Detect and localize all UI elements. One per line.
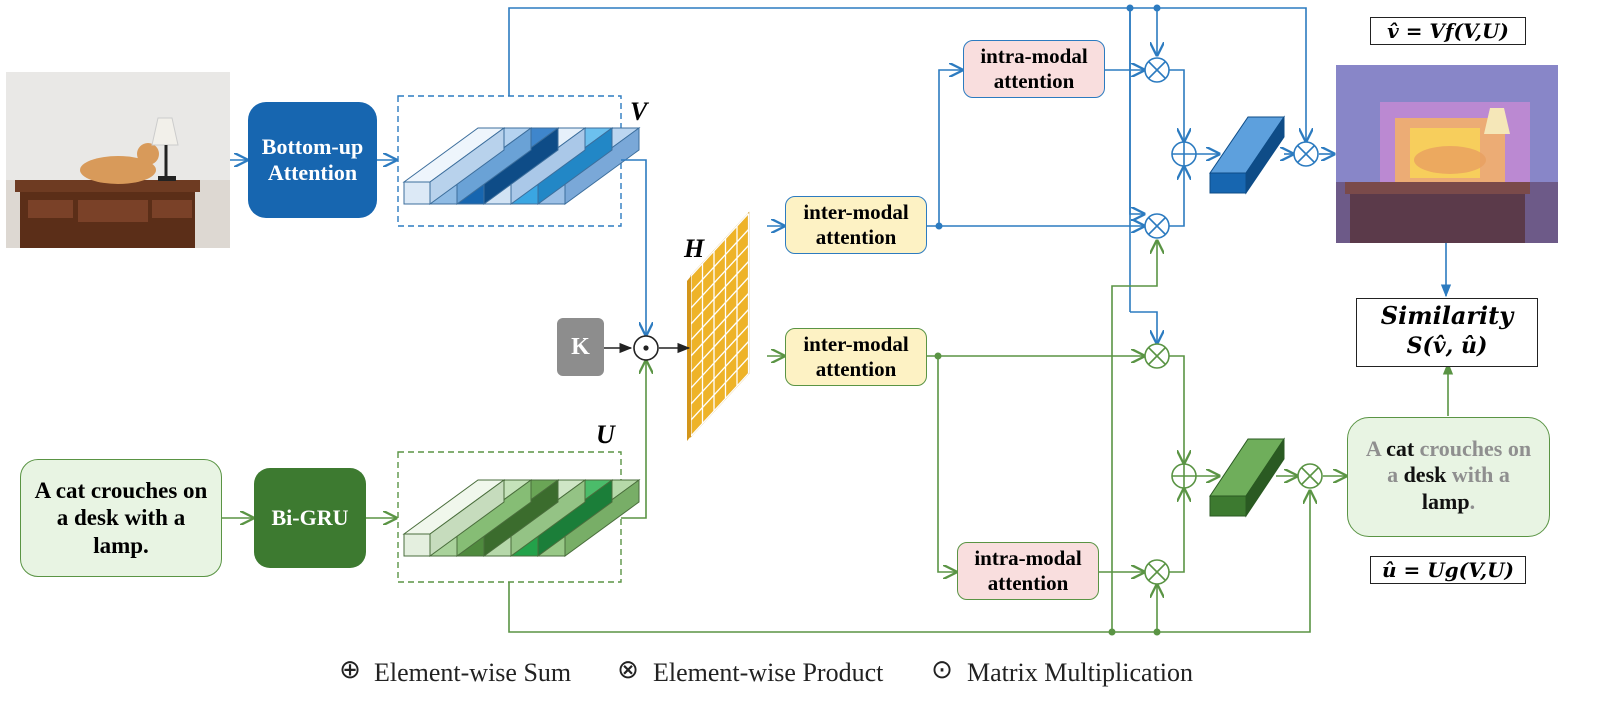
junction-dot: [1153, 4, 1161, 12]
legend-product-label: Element-wise Product: [653, 658, 884, 687]
sum-symbol-icon: ⊕: [339, 655, 361, 685]
product-operator: [1144, 343, 1170, 369]
attention-heatmap-image: [1336, 65, 1558, 243]
feature-bar: [402, 127, 506, 205]
intra-modal-attention-text-box: intra-modal attention: [957, 542, 1099, 600]
intra-modal-attention-visual-box: intra-modal attention: [963, 40, 1105, 98]
visual-feature-bars: [402, 127, 641, 205]
caption-keyword: lamp: [1421, 488, 1470, 514]
junction-dot: [935, 222, 943, 230]
sum-operator: [1171, 141, 1197, 167]
feature-bar: [402, 479, 506, 557]
legend-sum-label: Element-wise Sum: [374, 658, 572, 687]
similarity-title: Similarity: [1380, 301, 1514, 330]
input-caption-box: A cat crouches on a desk with a lamp.: [20, 459, 222, 577]
inter-modal-attention-text-box: inter-modal attention: [785, 328, 927, 386]
caption-keyword: desk: [1403, 462, 1447, 488]
junction-dot: [934, 352, 942, 360]
h-matrix-grid: [687, 211, 750, 441]
bigru-box: Bi-GRU: [254, 468, 366, 568]
product-operator: [1297, 463, 1323, 489]
text-feature-bars: [402, 479, 641, 557]
product-symbol-icon: ⊗: [617, 655, 639, 685]
visual-connections: [230, 7, 1452, 343]
h-label: H: [684, 234, 705, 263]
visual-output-feature: [1209, 115, 1285, 195]
similarity-formula: S(v̂, û): [1406, 333, 1488, 359]
caption-keyword: cat: [1386, 436, 1415, 461]
bottom-up-attention-box: Bottom-up Attention: [248, 102, 377, 218]
v-hat-formula: v̂ = Vf(V,U): [1370, 17, 1526, 45]
k-box: K: [557, 318, 604, 376]
junction-dot: [1108, 628, 1116, 636]
inter-modal-attention-visual-box: inter-modal attention: [785, 196, 927, 254]
sum-operator: [1171, 463, 1197, 489]
caption-word: with a: [1446, 462, 1510, 488]
similarity-box: Similarity S(v̂, û): [1356, 298, 1538, 367]
text-output-feature: [1209, 437, 1285, 518]
product-operator: [1144, 559, 1170, 585]
product-operator: [1293, 141, 1319, 167]
caption-word: crouches on a: [1387, 436, 1532, 488]
matmul-symbol-icon: ⊙: [931, 655, 953, 685]
legend-matmul-label: Matrix Multiplication: [967, 658, 1194, 687]
u-hat-formula: û = Ug(V,U): [1370, 556, 1526, 584]
junction-dot: [1153, 628, 1161, 636]
operators: [633, 57, 1323, 585]
caption-word: A: [1365, 436, 1387, 461]
caption-word: .: [1469, 488, 1476, 514]
product-operator: [1144, 57, 1170, 83]
input-image: [6, 72, 230, 248]
text-connections: [222, 241, 1454, 633]
v-label: V: [630, 97, 648, 126]
junction-dot: [1126, 4, 1134, 12]
u-label: U: [596, 420, 615, 449]
product-operator: [1144, 213, 1170, 239]
output-caption-box: A cat crouches on a desk with a lamp.: [1347, 417, 1550, 537]
